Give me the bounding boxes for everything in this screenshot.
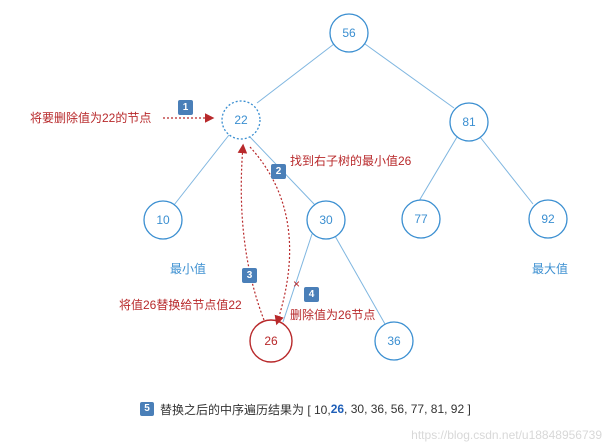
step-badge-2: 2 [271,164,286,179]
cross-mark: × [293,277,300,291]
step-3-number: 3 [247,270,253,281]
node-56-value: 56 [342,26,356,40]
edge-56-22 [256,43,335,104]
result-suffix: , 30, 36, 56, 77, 81, 92 ] [344,402,471,416]
node-92-value: 92 [541,212,555,226]
step-badge-3: 3 [242,268,257,283]
node-92: 92 [528,199,568,239]
min-value-label: 最小值 [170,261,206,276]
edge-30-26 [282,233,313,323]
arrow-step3 [237,143,265,321]
node-10-value: 10 [156,213,170,227]
find-min-caption: 找到右子树的最小值26 [290,153,412,168]
node-26: 26 [249,319,293,363]
node-36: 36 [374,321,414,361]
node-56: 56 [329,13,369,53]
edge-56-81 [364,43,455,109]
watermark-text: https://blog.csdn.net/u18848956739 [411,428,602,442]
replace-caption: 将值26替换给节点值22 [119,297,242,312]
node-81: 81 [449,102,489,142]
edge-30-36 [334,235,386,325]
result-highlight: 26 [330,402,345,416]
step-2-number: 2 [276,166,282,177]
delete-target-caption: 将要删除值为22的节点 [30,110,151,125]
node-22: 22 [221,100,261,140]
inorder-result: 5 替换之后的中序遍历结果为 [ 10, 26, 30, 36, 56, 77,… [140,400,471,418]
edge-81-77 [418,136,458,202]
edge-22-10 [173,134,230,206]
step-badge-4: 4 [304,287,319,302]
edge-81-92 [479,136,534,205]
node-77-value: 77 [414,212,428,226]
step-4-number: 4 [309,289,315,300]
node-81-value: 81 [462,115,476,129]
node-10: 10 [143,200,183,240]
node-36-value: 36 [387,334,401,348]
step-badge-5: 5 [140,402,154,416]
node-30: 30 [306,200,346,240]
step-badge-1: 1 [178,100,193,115]
max-value-label: 最大值 [532,261,568,276]
node-22-value: 22 [234,113,248,127]
step-1-number: 1 [183,102,189,113]
arrow-step2 [249,146,291,326]
result-prefix: 替换之后的中序遍历结果为 [ 10, [160,402,331,417]
node-77: 77 [401,199,441,239]
node-30-value: 30 [319,213,333,227]
delete-26-caption: 删除值为26节点 [290,307,375,322]
node-26-value: 26 [264,334,278,348]
